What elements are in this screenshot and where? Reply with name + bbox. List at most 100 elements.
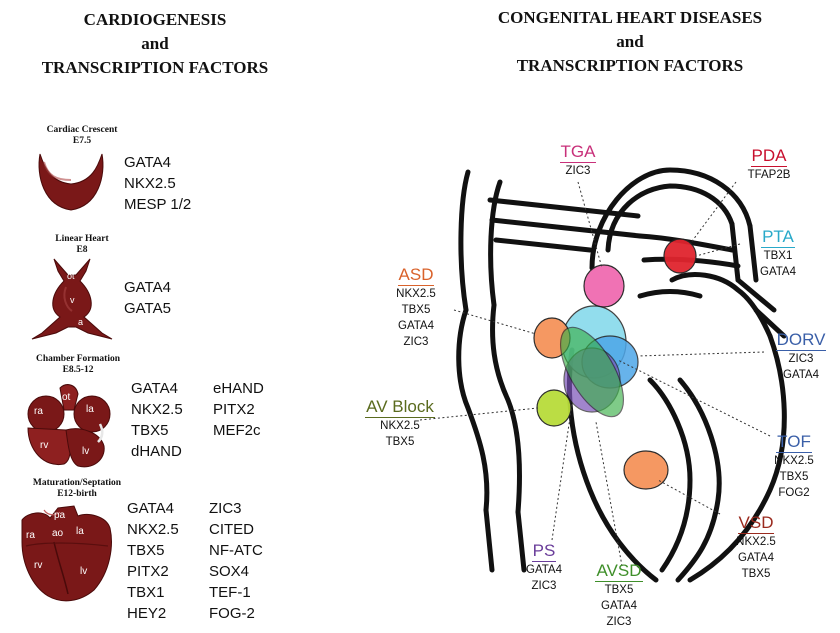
disease-ps: PS GATA4 ZIC3	[514, 541, 574, 594]
gene: TBX5	[724, 566, 788, 582]
factor: TBX1	[127, 582, 209, 603]
gene: NKX2.5	[764, 453, 824, 469]
factor: dHAND	[131, 441, 213, 462]
factor: TBX5	[127, 540, 209, 561]
factor: CITED	[209, 519, 299, 540]
gene: ZIC3	[514, 578, 574, 594]
stage-name: Chamber Formation	[36, 354, 120, 364]
gene: GATA4	[768, 367, 834, 383]
factor: GATA5	[124, 298, 171, 319]
gene: GATA4	[384, 318, 448, 334]
factor: NKX2.5	[127, 519, 209, 540]
factor: NKX2.5	[131, 399, 213, 420]
factor	[213, 441, 303, 462]
gene: GATA4	[514, 562, 574, 578]
label-lv: lv	[80, 566, 87, 577]
factor: GATA4	[127, 498, 209, 519]
right-title-line2: and	[440, 30, 820, 54]
gene: TBX5	[764, 469, 824, 485]
factor: PITX2	[213, 399, 303, 420]
gene: ZIC3	[768, 351, 834, 367]
stage-sub: E8.5-12	[14, 365, 142, 376]
blob-av-block	[537, 390, 571, 426]
disease-name-av-block: AV Block	[365, 397, 435, 418]
factors-cardiac-crescent: GATA4 NKX2.5 MESP 1/2	[124, 152, 191, 215]
label-rv: rv	[40, 440, 48, 451]
disease-av-block: AV Block NKX2.5 TBX5	[352, 397, 448, 450]
disease-name-pta: PTA	[761, 227, 795, 248]
factor: MEF2c	[213, 420, 303, 441]
linear-heart-image: ot v a sv	[22, 253, 122, 343]
factor: SOX4	[209, 561, 299, 582]
gene: TFAP2B	[734, 167, 804, 183]
disease-tga: TGA ZIC3	[548, 142, 608, 179]
maturation-septation-image: pa ra ao la rv lv	[14, 502, 120, 608]
factor: NKX2.5	[124, 173, 191, 194]
gene: TBX5	[384, 302, 448, 318]
factor: TBX5	[131, 420, 213, 441]
stage-label-maturation-septation: Maturation/Septation E12-birth	[8, 478, 146, 500]
disease-pta: PTA TBX1 GATA4	[748, 227, 808, 280]
label-ra: ra	[34, 406, 43, 417]
disease-name-dorv: DORV	[776, 330, 827, 351]
stage-name: Maturation/Septation	[33, 478, 121, 488]
label-sv: sv	[26, 325, 36, 335]
blob-vsd	[624, 451, 668, 489]
blob-tga	[584, 265, 624, 307]
label-lv: lv	[82, 446, 89, 457]
gene: TBX5	[352, 434, 448, 450]
disease-name-avsd: AVSD	[595, 561, 642, 582]
gene: FOG2	[764, 485, 824, 501]
label-la: la	[86, 404, 94, 415]
left-title-line2: and	[0, 32, 310, 56]
factors-maturation-septation: GATA4 ZIC3 NKX2.5 CITED TBX5 NF-ATC PITX…	[127, 498, 299, 624]
factor: MESP 1/2	[124, 194, 191, 215]
gene: ZIC3	[384, 334, 448, 350]
disease-pda: PDA TFAP2B	[734, 146, 804, 183]
factor: ZIC3	[209, 498, 299, 519]
label-pa: pa	[54, 510, 66, 521]
label-ot: ot	[62, 392, 71, 403]
blob-pda	[664, 239, 696, 273]
label-ra: ra	[26, 530, 35, 541]
label-ao: ao	[52, 528, 64, 539]
label-ot: ot	[67, 271, 75, 281]
right-title-line3: TRANSCRIPTION FACTORS	[440, 54, 820, 78]
gene: TBX5	[584, 582, 654, 598]
gene: NKX2.5	[352, 418, 448, 434]
right-title-line1: CONGENITAL HEART DISEASES	[440, 6, 820, 30]
stage-name: Cardiac Crescent	[47, 125, 118, 135]
gene: ZIC3	[548, 163, 608, 179]
disease-asd: ASD NKX2.5 TBX5 GATA4 ZIC3	[384, 265, 448, 350]
stage-name: Linear Heart	[55, 234, 108, 244]
disease-name-pda: PDA	[751, 146, 788, 167]
gene: GATA4	[724, 550, 788, 566]
gene: GATA4	[584, 598, 654, 614]
factor: TEF-1	[209, 582, 299, 603]
left-title: CARDIOGENESIS and TRANSCRIPTION FACTORS	[0, 8, 310, 80]
blobs	[534, 239, 696, 489]
left-title-line3: TRANSCRIPTION FACTORS	[0, 56, 310, 80]
disease-dorv: DORV ZIC3 GATA4	[768, 330, 834, 383]
right-title: CONGENITAL HEART DISEASES and TRANSCRIPT…	[440, 6, 820, 78]
chamber-formation-image: ra ot la rv lv	[20, 380, 120, 474]
factor: GATA4	[131, 378, 213, 399]
disease-name-ps: PS	[532, 541, 557, 562]
disease-tof: TOF NKX2.5 TBX5 FOG2	[764, 432, 824, 501]
stage-label-cardiac-crescent: Cardiac Crescent E7.5	[22, 125, 142, 147]
stage-label-chamber-formation: Chamber Formation E8.5-12	[14, 354, 142, 376]
gene: NKX2.5	[384, 286, 448, 302]
left-title-line1: CARDIOGENESIS	[0, 8, 310, 32]
factor: HEY2	[127, 603, 209, 624]
disease-name-tof: TOF	[776, 432, 812, 453]
stage-sub: E12-birth	[8, 489, 146, 500]
gene: NKX2.5	[724, 534, 788, 550]
disease-avsd: AVSD TBX5 GATA4 ZIC3	[584, 561, 654, 630]
disease-name-vsd: VSD	[738, 513, 775, 534]
factor: GATA4	[124, 152, 191, 173]
label-v: v	[70, 295, 75, 305]
factor: eHAND	[213, 378, 303, 399]
gene: ZIC3	[584, 614, 654, 630]
factor: PITX2	[127, 561, 209, 582]
gene: GATA4	[748, 264, 808, 280]
